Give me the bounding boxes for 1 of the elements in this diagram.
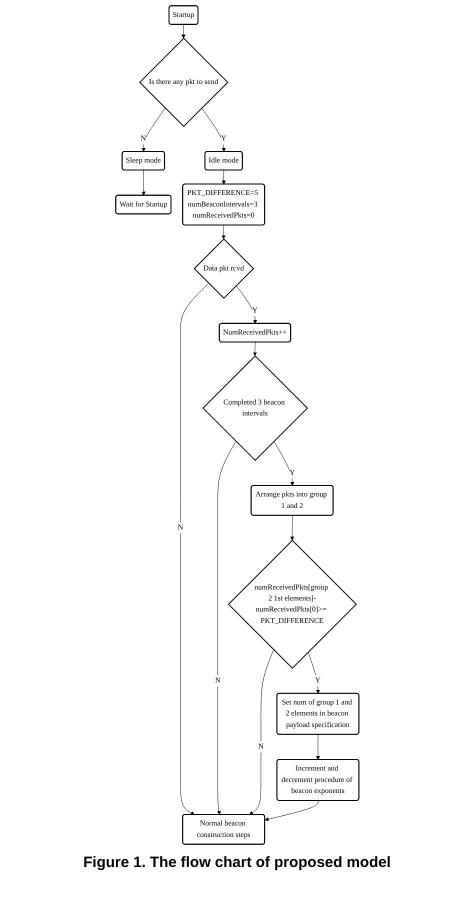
figure-caption: Figure 1. The flow chart of proposed model [82,854,392,871]
